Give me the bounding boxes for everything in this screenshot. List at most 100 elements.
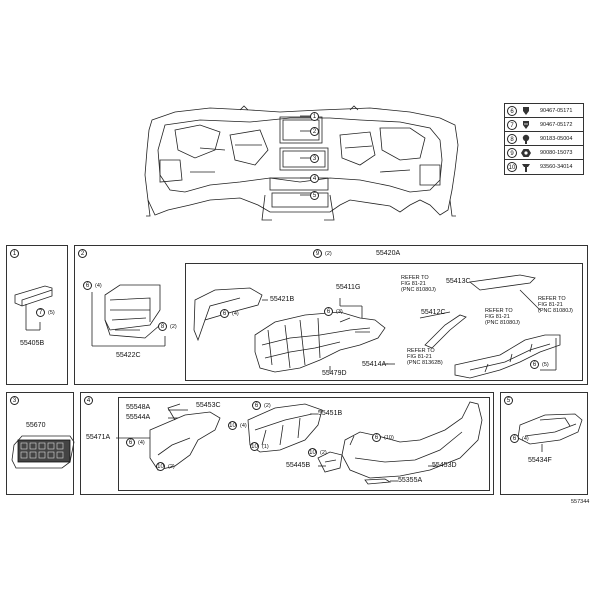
part-label-55355a[interactable]: 55355A	[398, 477, 423, 484]
fastener-qty: (1)	[262, 444, 269, 450]
legend-part-number: 90467-05172	[540, 121, 573, 128]
legend-part-number: 93560-34014	[540, 164, 573, 170]
part-label-55453c[interactable]: 55453C	[196, 402, 221, 409]
fastener-callout: 6	[83, 281, 92, 290]
reference-note: REFER TO FIG 81-21 (PNC 81080J)	[538, 296, 573, 315]
fastener-callout: 10	[308, 448, 317, 457]
legend-part-number: 90467-05171	[540, 107, 573, 114]
subassembly-qty: (2)	[325, 251, 332, 257]
part-label-55434f[interactable]: 55434F	[528, 457, 552, 464]
fastener-qty: (2)	[320, 450, 327, 456]
fastener-qty: (10)	[384, 435, 394, 441]
overview-leaders	[300, 115, 310, 196]
legend-row: 6 90467-05171	[505, 104, 583, 118]
fastener-callout: 10	[250, 442, 259, 451]
screw-icon	[522, 164, 530, 172]
fastener-qty: (4)	[138, 440, 145, 446]
panel-number: 2	[78, 249, 87, 258]
fastener-qty: (2)	[170, 324, 177, 330]
subassembly-callout: 9	[313, 249, 322, 258]
clip-icon	[523, 106, 529, 115]
part-label-55405b[interactable]: 55405B	[20, 340, 45, 347]
part-label-55420a[interactable]: 55420A	[376, 250, 401, 257]
legend-part-number: 90183-05004	[540, 135, 573, 142]
reference-note: REFER TO FIG 81-21 (PNC 81362B)	[407, 348, 443, 367]
part-55434f-art	[517, 413, 583, 452]
fastener-callout: 10	[228, 421, 237, 430]
fastener-callout: 8	[158, 322, 167, 331]
fastener-callout: 6	[510, 434, 519, 443]
panel-4-subassembly	[118, 397, 490, 491]
nut-icon	[521, 148, 531, 157]
part-55405b-art	[14, 285, 53, 331]
panel-2-subassembly	[185, 263, 583, 381]
part-label-55451b[interactable]: 55451B	[318, 410, 343, 417]
overview-dashboard-frame	[144, 105, 459, 221]
part-label-55670[interactable]: 55670	[26, 422, 46, 429]
overview-callout-2[interactable]: 2	[310, 127, 319, 136]
reference-note: REFER TO FIG 81-21 (PNC 81080J)	[401, 275, 436, 294]
panel-number: 3	[10, 396, 19, 405]
panel-1: 1	[6, 245, 68, 385]
part-label-55479d[interactable]: 55479D	[322, 370, 347, 377]
diagram-code: 557344	[571, 499, 590, 505]
part-label-55548a[interactable]: 55548A	[126, 404, 151, 411]
fastener-qty: (3)	[336, 309, 343, 315]
clip-icon	[523, 120, 529, 129]
legend-key: 7	[507, 119, 517, 130]
fastener-callout: 6	[372, 433, 381, 442]
part-label-55453d[interactable]: 55453D	[432, 462, 457, 469]
legend-row: 9 90080-15073	[505, 146, 583, 160]
part-55420a-art	[193, 274, 561, 379]
part-55453c-art	[149, 403, 221, 471]
overview-callout-5[interactable]: 5	[310, 191, 319, 200]
fastener-legend: 6 90467-05171 7 90467-05172 8 90183-0500…	[504, 103, 584, 175]
legend-key: 9	[507, 147, 517, 158]
panel-number: 1	[10, 249, 19, 258]
fastener-callout: 6	[220, 309, 229, 318]
fastener-callout: 6	[530, 360, 539, 369]
part-55445b-art	[317, 451, 343, 473]
fastener-qty: (2)	[264, 403, 271, 409]
fastener-callout: 6	[252, 401, 261, 410]
panel-2: 2	[74, 245, 588, 385]
part-55670-art	[11, 435, 75, 469]
part-label-55471a[interactable]: 55471A	[86, 434, 111, 441]
part-55453d-art	[341, 401, 483, 479]
panel-number: 5	[504, 396, 513, 405]
part-label-55544a[interactable]: 55544A	[126, 414, 151, 421]
panel-3: 3	[6, 392, 74, 495]
fastener-qty: (5)	[48, 310, 55, 316]
part-label-55413c[interactable]: 55413C	[446, 278, 471, 285]
part-label-55411g[interactable]: 55411G	[336, 284, 361, 291]
fastener-callout: 6	[324, 307, 333, 316]
reference-note: REFER TO FIG 81-21 (PNC 81080J)	[485, 308, 520, 327]
part-55422c-art	[91, 284, 166, 347]
legend-row: 10 93560-34014	[505, 160, 583, 174]
fastener-callout: 10	[156, 462, 165, 471]
screw-icon	[522, 134, 530, 144]
legend-key: 8	[507, 133, 517, 144]
panel-5: 5	[500, 392, 588, 495]
overview-callout-3[interactable]: 3	[310, 154, 319, 163]
panel-number: 4	[84, 396, 93, 405]
part-label-55421b[interactable]: 55421B	[270, 296, 295, 303]
fastener-qty: (4)	[522, 436, 529, 442]
legend-key: 10	[507, 162, 517, 172]
panel-4: 4	[80, 392, 494, 495]
fastener-callout: 6	[126, 438, 135, 447]
part-55355a-art	[364, 478, 398, 485]
part-label-55422c[interactable]: 55422C	[116, 352, 141, 359]
fastener-qty: (5)	[542, 362, 549, 368]
part-label-55412c[interactable]: 55412C	[421, 309, 446, 316]
part-label-55414a[interactable]: 55414A-	[362, 361, 389, 368]
part-label-55445b[interactable]: 55445B	[286, 462, 311, 469]
fastener-qty: (4)	[95, 283, 102, 289]
fastener-qty: (4)	[240, 423, 247, 429]
legend-row: 8 90183-05004	[505, 132, 583, 146]
legend-key: 6	[507, 105, 517, 116]
fastener-qty: (2)	[168, 464, 175, 470]
overview-callout-4[interactable]: 4	[310, 174, 319, 183]
overview-callout-1[interactable]: 1	[310, 112, 319, 121]
